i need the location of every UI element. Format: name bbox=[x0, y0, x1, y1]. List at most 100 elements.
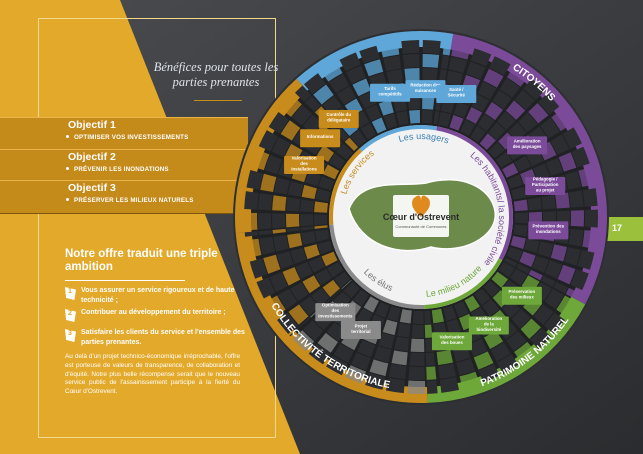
ambition-text: Satisfaire les clients du service et l'e… bbox=[81, 329, 245, 346]
grid-cell bbox=[488, 122, 506, 140]
grid-cell bbox=[409, 110, 421, 124]
number-badge-icon bbox=[65, 309, 76, 322]
grid-cell bbox=[568, 229, 584, 247]
grid-cell bbox=[513, 199, 528, 212]
grid-cell bbox=[383, 55, 402, 72]
grid-cell bbox=[514, 155, 532, 173]
grid-cell bbox=[314, 229, 330, 242]
grid-cell bbox=[477, 81, 497, 100]
grid-cell bbox=[555, 192, 570, 209]
grid-cell bbox=[524, 238, 540, 254]
grid-cell bbox=[537, 241, 554, 258]
grid-cell bbox=[582, 188, 598, 207]
grid-cell bbox=[564, 247, 581, 266]
grid-cell bbox=[318, 176, 335, 191]
grid-cell bbox=[438, 69, 447, 84]
grid-cell bbox=[339, 52, 361, 72]
grid-cell bbox=[260, 173, 277, 192]
segment-box bbox=[284, 155, 325, 174]
grid-cell bbox=[315, 188, 331, 202]
grid-cell bbox=[327, 261, 344, 278]
grid-cell bbox=[363, 296, 379, 313]
grid-cell bbox=[317, 240, 333, 255]
segment-label: des milieux bbox=[510, 295, 534, 300]
grid-cell bbox=[553, 281, 568, 294]
grid-cell bbox=[292, 330, 315, 352]
body-paragraph: Au delà d'un projet technico-économique … bbox=[65, 353, 240, 396]
grid-cell bbox=[528, 102, 549, 124]
grid-cell bbox=[277, 312, 298, 335]
segment-box bbox=[370, 83, 411, 102]
grid-cell bbox=[273, 234, 289, 252]
grid-cell bbox=[291, 105, 313, 126]
grid-cell bbox=[564, 170, 582, 190]
grid-cell bbox=[551, 109, 572, 132]
segment-label: Préservation bbox=[509, 289, 536, 294]
grid-cell bbox=[314, 201, 329, 213]
grid-cell bbox=[280, 120, 301, 141]
grid-cell bbox=[466, 61, 486, 80]
grid-cell bbox=[422, 96, 435, 110]
grid-cell bbox=[497, 111, 516, 130]
grid-cell bbox=[243, 212, 258, 231]
grid-cell bbox=[313, 84, 334, 105]
grid-cell bbox=[438, 363, 457, 379]
grid-cell bbox=[484, 102, 503, 121]
segment-label: compétitifs bbox=[378, 92, 402, 97]
segment-label: des bbox=[300, 161, 308, 166]
objective-2-text: PRÉVENIR LES INONDATIONS bbox=[74, 166, 169, 173]
heart-icon bbox=[412, 195, 430, 217]
grid-cell bbox=[258, 193, 273, 211]
grid-cell bbox=[365, 104, 382, 122]
segment-label: Projet bbox=[355, 323, 368, 328]
segment-box bbox=[431, 332, 472, 351]
grid-cell bbox=[544, 288, 565, 310]
grid-cell bbox=[470, 48, 492, 67]
grid-cell bbox=[446, 70, 464, 87]
bullet-icon bbox=[66, 198, 69, 201]
grid-cell bbox=[473, 351, 494, 370]
number-badge-icon bbox=[65, 329, 76, 342]
segment-box bbox=[528, 221, 569, 240]
grid-cell bbox=[507, 174, 523, 189]
grid-cell bbox=[271, 136, 291, 157]
grid-cell bbox=[300, 214, 314, 227]
grid-cell bbox=[378, 332, 395, 349]
segment-box bbox=[340, 321, 381, 340]
grid-cell bbox=[328, 153, 346, 170]
grid-cell bbox=[491, 271, 509, 288]
grid-cell bbox=[360, 123, 377, 140]
grid-cell bbox=[341, 279, 352, 290]
bullet-icon bbox=[66, 167, 69, 170]
grid-cell bbox=[411, 324, 424, 338]
grid-cell bbox=[383, 113, 398, 129]
grid-cell bbox=[443, 305, 457, 321]
grid-cell bbox=[528, 269, 543, 281]
grid-cell bbox=[570, 269, 589, 291]
grid-cell bbox=[499, 78, 521, 98]
inner-ring-segment bbox=[436, 126, 513, 261]
grid-cell bbox=[302, 275, 321, 294]
grid-cell bbox=[387, 306, 401, 322]
grid-cell bbox=[449, 115, 464, 131]
grid-cell bbox=[538, 93, 560, 115]
inner-ring-segment bbox=[329, 224, 425, 309]
grid-cell bbox=[439, 377, 460, 393]
segment-box bbox=[318, 109, 359, 128]
grid-cell bbox=[523, 78, 545, 100]
objective-2-title: Objectif 2 bbox=[68, 151, 116, 163]
grid-cell bbox=[305, 170, 322, 187]
grid-cell bbox=[287, 233, 303, 249]
segment-label: nuisances bbox=[415, 88, 437, 93]
yellow-panel bbox=[0, 0, 300, 454]
grid-cell bbox=[245, 238, 262, 259]
grid-cell bbox=[438, 111, 452, 127]
grid-cell bbox=[479, 133, 496, 150]
grid-cell bbox=[562, 127, 582, 149]
grid-cell bbox=[440, 55, 450, 70]
grid-cell bbox=[333, 343, 354, 363]
grid-cell bbox=[565, 287, 581, 301]
segment-label: des boues bbox=[441, 340, 463, 345]
grid-cell bbox=[326, 355, 348, 376]
grid-cell bbox=[529, 328, 552, 350]
